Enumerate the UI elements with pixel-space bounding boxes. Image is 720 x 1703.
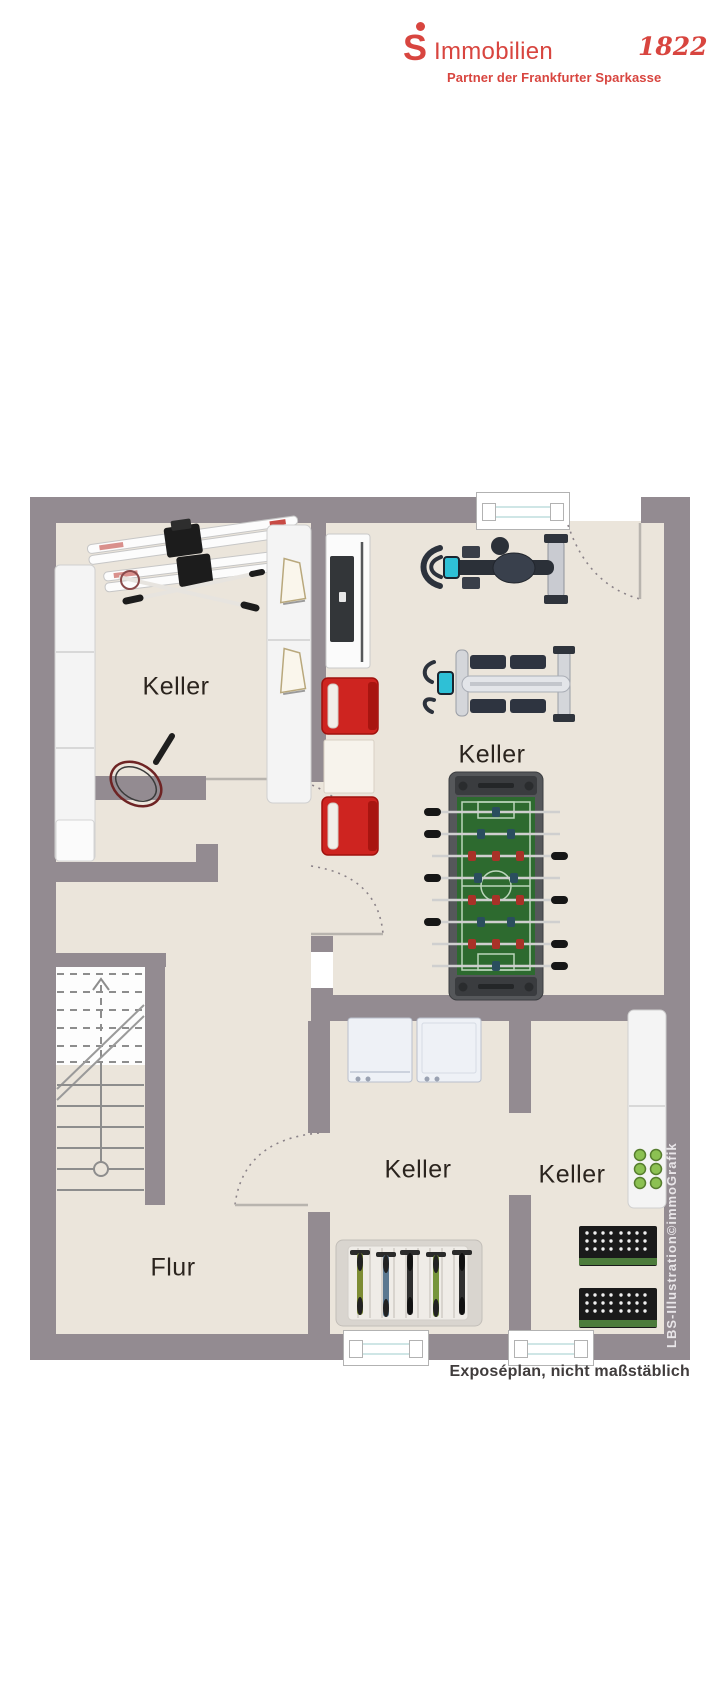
wall (641, 497, 690, 523)
exercise-bike-icon (420, 534, 568, 604)
rowing-machine-icon (422, 646, 575, 722)
washing-machine-icon (347, 1017, 413, 1083)
window-frame-end (514, 1340, 528, 1358)
window-frame-end (482, 503, 496, 521)
window-pane (358, 1343, 414, 1355)
room-label-keller-bottom-right: Keller (538, 1160, 606, 1189)
wall (54, 862, 218, 882)
side-table-icon (323, 739, 375, 794)
plan-caption: Exposéplan, nicht maßstäblich (449, 1363, 690, 1380)
wall (30, 497, 477, 523)
bicycle-icon (400, 1250, 420, 1315)
wall (664, 497, 690, 1360)
window-frame-end (349, 1340, 363, 1358)
window-pane (523, 1343, 579, 1355)
bottle-crate-icon (627, 1009, 667, 1209)
window-icon (476, 492, 570, 530)
brand-year-1822: 1822 (638, 32, 708, 61)
window-icon (343, 1330, 429, 1366)
bicycle-icon (426, 1252, 446, 1317)
wall (509, 1021, 531, 1113)
logo-letter: S (403, 27, 428, 68)
wall (145, 953, 165, 1205)
wall (308, 1021, 330, 1133)
ice-skates-icon (266, 524, 312, 804)
sparkasse-logo-icon: S (403, 22, 437, 66)
bicycle-icon (350, 1250, 370, 1315)
window-frame-end (409, 1340, 423, 1358)
door-opening (311, 952, 333, 988)
beverage-crate-icon (579, 1226, 657, 1266)
bicycle-icon (376, 1252, 396, 1317)
wall (308, 1212, 330, 1334)
door-swing-icon (206, 523, 642, 1207)
foosball-table-icon (424, 771, 568, 1001)
illustration-credit: LBS-Illustration©immoGrafik (664, 1142, 679, 1348)
skis-icon (86, 515, 311, 593)
tennis-racket-icon (109, 733, 175, 808)
wall (54, 953, 166, 967)
bike-rack-icon (335, 1239, 483, 1327)
window-pane (491, 506, 555, 518)
washing-machine-icon (416, 1017, 482, 1083)
wall (196, 844, 218, 862)
desk-monitor-icon (325, 533, 371, 669)
wall (509, 1195, 531, 1334)
ski-poles-icon (118, 569, 265, 612)
room-label-flur: Flur (150, 1253, 196, 1282)
shelf-icon (54, 564, 96, 862)
window-icon (508, 1330, 594, 1366)
bicycle-icon (452, 1250, 472, 1315)
brand-name: Immobilien (434, 38, 554, 65)
armchair-icon (321, 677, 379, 735)
logo-dot-icon (416, 22, 425, 31)
room-label-keller-bottom-middle: Keller (384, 1155, 452, 1184)
stairs-icon (56, 973, 145, 1191)
room-label-keller-top-left: Keller (142, 672, 210, 701)
room-label-keller-top-right: Keller (458, 740, 526, 769)
armchair-icon (321, 796, 379, 856)
window-frame-end (574, 1340, 588, 1358)
window-frame-end (550, 503, 564, 521)
brand-tagline: Partner der Frankfurter Sparkasse (447, 70, 662, 85)
beverage-crate-icon (579, 1288, 657, 1328)
wall (30, 497, 56, 1360)
